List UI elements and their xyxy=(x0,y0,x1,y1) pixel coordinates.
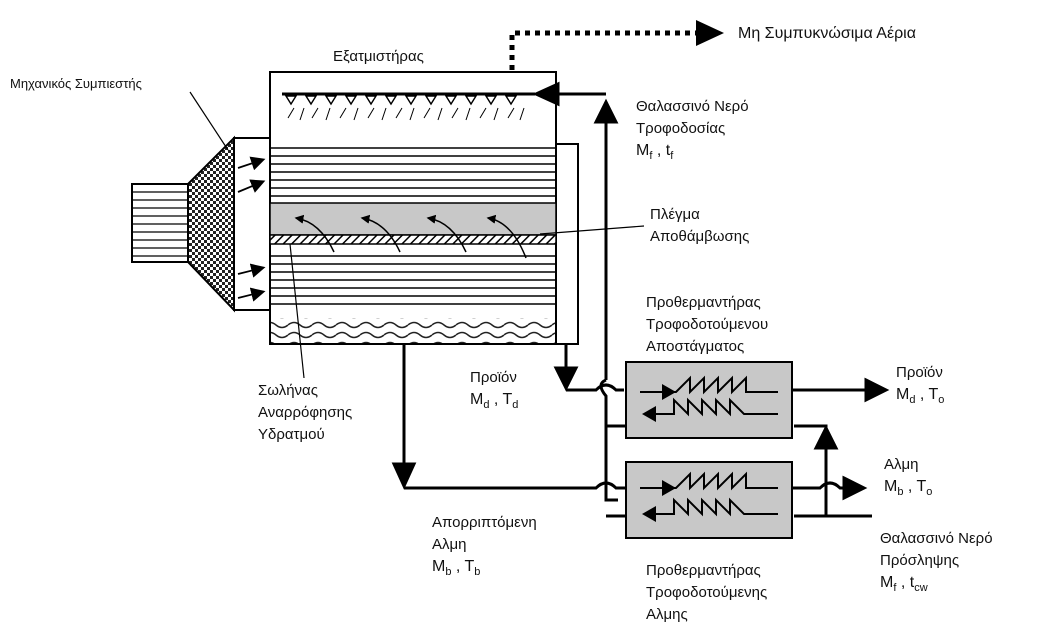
feed-symbol: Mf , tf xyxy=(636,142,674,163)
rejected-brine-symbol: Mb , Tb xyxy=(432,558,481,579)
product-inner-symbol: Md , Td xyxy=(470,391,519,412)
brine-preheater xyxy=(625,461,793,539)
leader-lines xyxy=(189,91,645,379)
distillate-product-line xyxy=(553,344,890,403)
product-outer-label: Προϊόν Md , To xyxy=(896,362,944,411)
distillate-preheater-label: Προθερμαντήρας Τροφοδοτούμενου Αποστάγμα… xyxy=(646,294,769,355)
rejected-brine-label: Απορριπτόμενη Αλμη Mb , Tb xyxy=(432,512,537,583)
non-condensable-gas-line xyxy=(509,20,724,70)
reject-brine-line xyxy=(391,344,868,501)
product-inner-label: Προϊόν Md , Td xyxy=(470,367,518,416)
brine-preheater-label: Προθερμαντήρας Τροφοδοτούμενης Αλμης xyxy=(646,562,768,623)
demister-label: Πλέγμα Αποθάμβωσης xyxy=(650,206,750,245)
feed-water-line xyxy=(532,81,619,502)
brine-out-label: Αλμη Mb , To xyxy=(884,454,932,503)
intake-seawater-line xyxy=(606,424,872,518)
compressor-label: Μηχανικός Συμπιεστής xyxy=(10,76,142,91)
non-condensable-label: Μη Συμπυκνώσιμα Αέρια xyxy=(738,25,916,42)
evaporator-label: Εξατμιστήρας xyxy=(333,48,424,65)
distillate-preheater xyxy=(625,361,793,439)
mechanical-compressor xyxy=(131,135,235,313)
product-outer-symbol: Md , To xyxy=(896,386,945,407)
intake-seawater-symbol: Mf , tcw xyxy=(880,574,928,595)
brine-out-symbol: Mb , To xyxy=(884,478,933,499)
vapor-suction-pipe-label: Σωλήνας Αναρρόφησης Υδρατμού xyxy=(258,382,353,443)
intake-seawater-label: Θαλασσινό Νερό Πρόσληψης Mf , tcw xyxy=(880,528,993,599)
feed-seawater-label: Θαλασσινό Νερό Τροφοδοσίας Mf , tf xyxy=(636,96,749,167)
evaporator-vessel xyxy=(233,71,579,345)
